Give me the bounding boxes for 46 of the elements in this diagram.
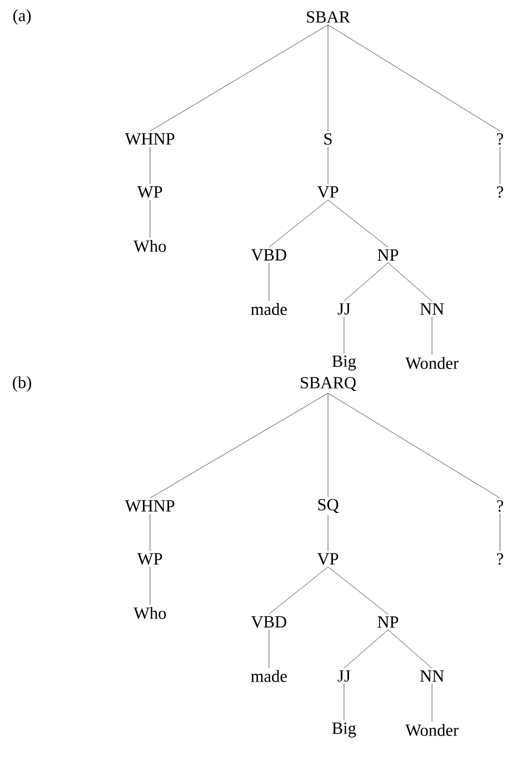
tree-label: NP [378,616,398,628]
tree-branch [268,630,270,668]
tree-label: WP [137,186,162,198]
leaf-word: Big [332,722,356,738]
tree-label: VP [317,186,338,198]
leaf-word: Wonder [405,356,459,370]
panel-label: (b) [12,376,32,392]
tree-label: NP [378,249,398,261]
tree-label: WHNP [125,133,174,145]
tree-label: SBAR [306,11,350,23]
leaf-word: Who [134,606,166,620]
tree-label: VBD [251,249,286,261]
leaf-word: made [250,670,287,682]
tree-branch [388,630,432,668]
tree-label: JJ [338,670,350,682]
tree-label: SBARQ [300,377,356,392]
tree-label: NN [420,670,444,682]
tree-label: ? [497,186,504,198]
tree-branch [328,200,388,248]
leaf-word: made [250,303,287,315]
tree-label: NN [420,303,444,315]
tree-label: VP [317,553,338,565]
tree-label: ? [497,133,504,145]
tree-branch [328,566,388,614]
tree-branch [268,262,270,302]
tree-label: JJ [338,303,350,315]
tree-branch [268,200,328,248]
panel-label: (a) [13,9,31,25]
tree-branch [150,24,328,132]
tree-branch [328,24,500,132]
tree-branch [388,262,432,302]
tree-label: VBD [251,616,286,628]
tree-label: S [324,133,332,145]
tree-branch [150,393,328,498]
tree-label: SQ [318,499,339,514]
tree-branch [328,393,500,498]
tree-branch [344,262,388,302]
tree-label: ? [497,500,504,512]
tree-label: WP [137,553,162,565]
tree-branch [344,630,388,668]
leaf-word: Wonder [405,724,459,736]
tree-label: ? [497,553,504,565]
tree-branch [268,566,328,614]
tree-label: WHNP [125,500,174,512]
leaf-word: Who [134,240,166,252]
leaf-word: Big [332,356,356,370]
